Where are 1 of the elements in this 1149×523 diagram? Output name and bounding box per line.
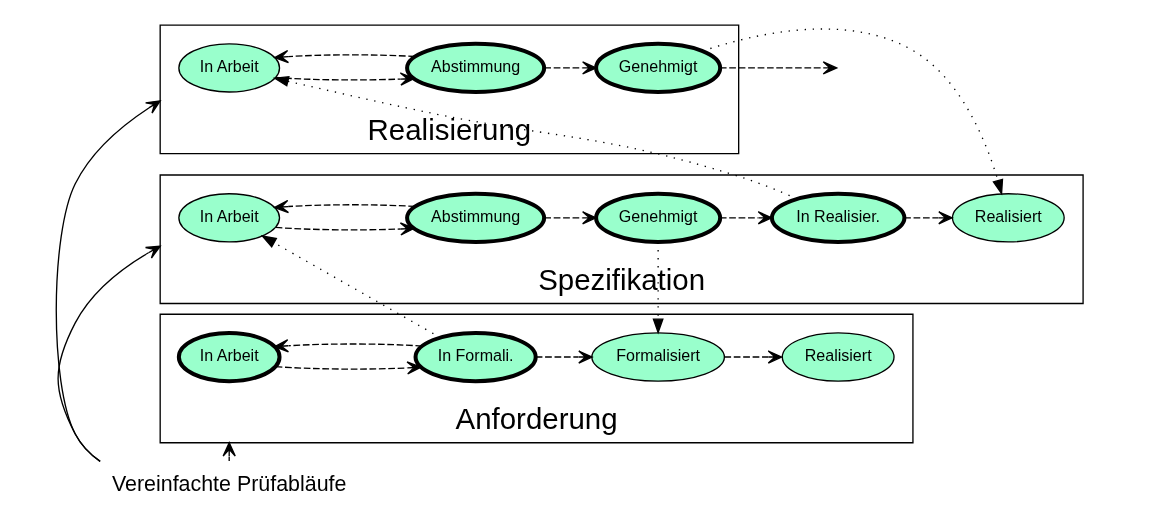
node-text: Vereinfachte Prüfabläufe: [111, 471, 346, 496]
